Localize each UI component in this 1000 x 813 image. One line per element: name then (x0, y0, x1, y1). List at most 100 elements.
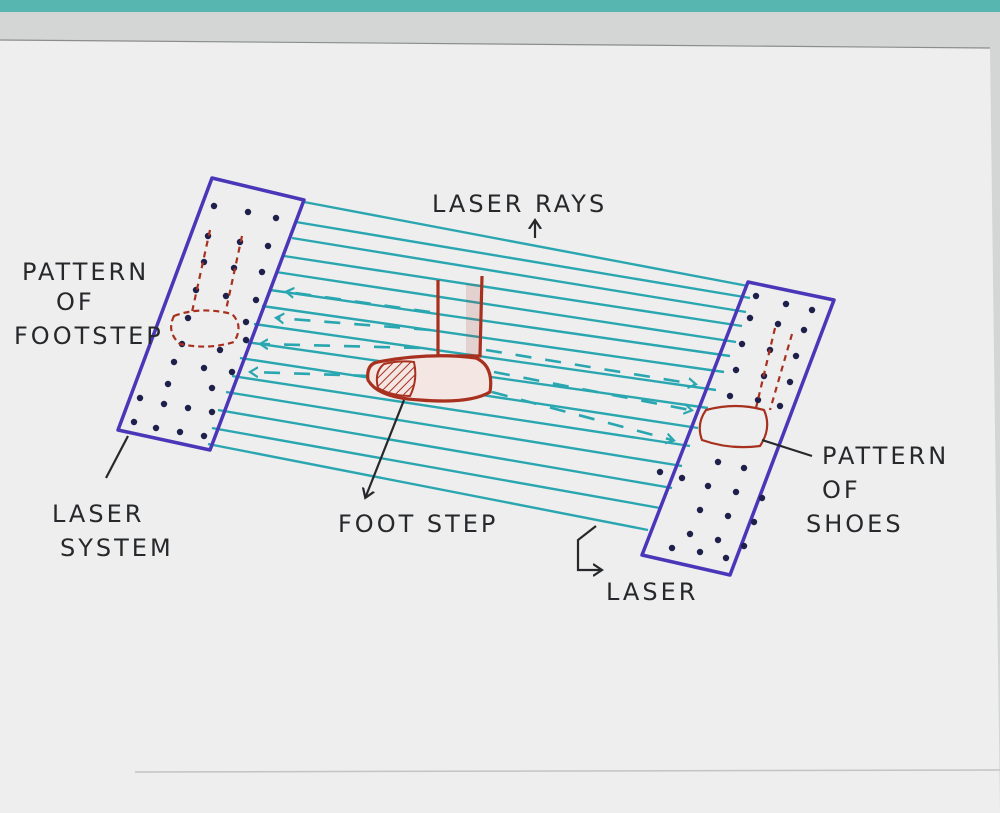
sensor-dot-49 (732, 488, 740, 496)
sensor-dot-19 (200, 364, 208, 372)
sensor-dot-40 (732, 366, 740, 374)
laser-ray-11 (231, 374, 691, 448)
reflected-ray-3 (262, 344, 421, 348)
sensor-dot-33 (808, 306, 816, 314)
paper-sheet (0, 40, 1000, 813)
laser-ray-7 (261, 304, 725, 374)
sensor-dot-18 (170, 358, 178, 366)
reflected-rays-group (252, 292, 694, 440)
laser-ray-3 (291, 236, 747, 314)
shoes-pointer (761, 438, 813, 458)
reflected-ray-5 (485, 348, 694, 384)
laser-ray-14 (211, 426, 661, 510)
sensor-dot-57 (668, 544, 676, 552)
laser-system-pointer (105, 435, 129, 479)
left-laser-system-box (116, 176, 306, 452)
sensor-dot-22 (208, 384, 216, 392)
sensor-dot-21 (164, 380, 172, 388)
sensor-dot-34 (746, 314, 754, 322)
sensor-dot-1 (210, 202, 218, 210)
sensor-dot-32 (782, 300, 790, 308)
reflected-ray-1 (288, 292, 431, 314)
sensor-dot-42 (786, 378, 794, 386)
laser-pointer (576, 525, 600, 570)
label-pattern-shoes-1: PATTERN (822, 442, 949, 470)
sensor-dot-59 (722, 554, 730, 562)
sensor-dot-43 (726, 392, 734, 400)
sensor-dot-51 (696, 506, 704, 514)
laser-ray-4 (283, 254, 743, 328)
label-pattern-shoes-2: OF (822, 476, 861, 504)
sensor-dot-6 (264, 242, 272, 250)
label-pattern-footstep-2: OF (56, 288, 95, 316)
laser-ray-8 (253, 322, 717, 392)
sensor-dot-12 (252, 296, 260, 304)
sensor-dot-11 (222, 292, 230, 300)
sensor-dot-39 (792, 352, 800, 360)
sensor-dot-31 (752, 292, 760, 300)
label-pattern-footstep-3: FOOTSTEP (14, 322, 164, 350)
sensor-dot-48 (704, 482, 712, 490)
laser-ray-5 (275, 270, 737, 344)
sensor-dot-35 (774, 320, 782, 328)
sensor-dot-61 (678, 474, 686, 482)
sensor-dot-28 (152, 424, 160, 432)
paper-bottom-crease (134, 769, 1000, 773)
foot-step-pointer (366, 399, 406, 496)
label-laser: LASER (606, 578, 698, 606)
sensor-dot-20 (228, 368, 236, 376)
sensor-dot-56 (740, 542, 748, 550)
sensor-dot-60 (656, 468, 664, 476)
sensor-dot-16 (216, 346, 224, 354)
sensor-dot-25 (184, 404, 192, 412)
paper-fold-line (0, 39, 991, 49)
sensor-dot-2 (244, 208, 252, 216)
top-edge-strip (0, 0, 1000, 12)
sensor-dot-55 (714, 536, 722, 544)
sensor-dot-14 (242, 318, 250, 326)
sensor-dot-37 (738, 340, 746, 348)
right-shoe-pattern (698, 327, 794, 449)
label-pattern-shoes-3: SHOES (806, 510, 904, 538)
label-laser-system-1: LASER (52, 500, 144, 528)
right-laser-box (640, 280, 836, 577)
pointer-lines (105, 222, 813, 570)
sensor-dot-54 (686, 530, 694, 538)
sensor-dot-13 (184, 314, 192, 322)
left-footstep-pattern (169, 229, 244, 348)
sensor-dot-58 (696, 548, 704, 556)
sensor-dot-44 (754, 396, 762, 404)
sensor-dot-46 (714, 458, 722, 466)
sensor-dot-53 (750, 518, 758, 526)
laser-ray-15 (207, 442, 649, 532)
sensor-dot-50 (758, 494, 766, 502)
label-foot-step: FOOT STEP (338, 510, 498, 538)
reflected-ray-6 (493, 370, 690, 410)
reflected-ray-2 (278, 318, 431, 332)
laser-ray-6 (269, 288, 731, 358)
label-laser-rays: LASER RAYS (432, 190, 607, 218)
sensor-dot-3 (272, 214, 280, 222)
sensor-dot-9 (258, 268, 266, 276)
sensor-dot-26 (208, 408, 216, 416)
label-laser-system-2: SYSTEM (60, 534, 174, 562)
reflected-ray-7 (491, 390, 672, 440)
sensor-dot-45 (776, 402, 784, 410)
laser-ray-2 (295, 220, 751, 300)
label-pattern-footstep-1: PATTERN (22, 258, 149, 286)
sensor-dot-30 (200, 432, 208, 440)
sensor-dot-17 (242, 336, 250, 344)
sensor-dot-23 (136, 394, 144, 402)
laser-ray-1 (303, 200, 749, 288)
sensor-dot-36 (800, 326, 808, 334)
sensor-dot-47 (740, 464, 748, 472)
sensor-dot-24 (160, 400, 168, 408)
laser-ray-12 (225, 390, 683, 468)
sensor-dot-29 (176, 428, 184, 436)
laser-ray-13 (217, 408, 673, 490)
reflected-ray-4 (252, 372, 371, 376)
sensor-dot-52 (724, 512, 732, 520)
foot-step-shape (366, 275, 493, 403)
